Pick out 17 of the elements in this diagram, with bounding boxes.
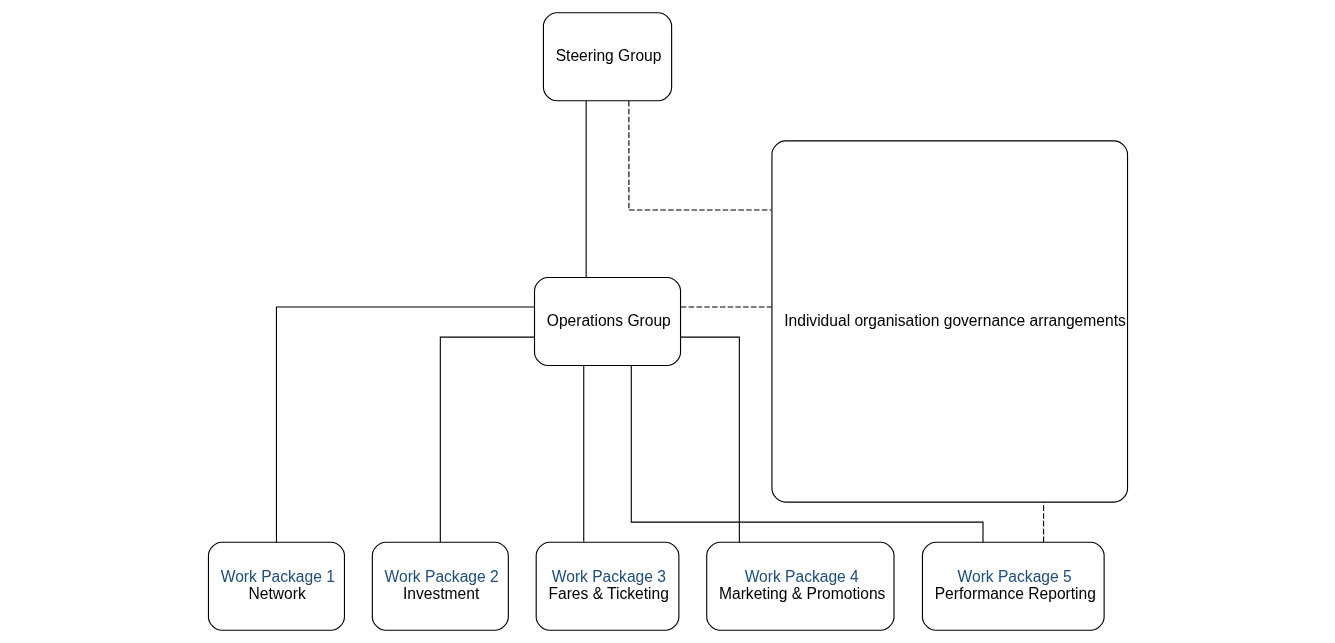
node-box: Individual organisation governance arrangements (770, 140, 1128, 503)
node-box: Work Package 2 Investment (371, 541, 509, 631)
node-box: Work Package 5 Performance Reporting (921, 541, 1105, 631)
connector (630, 364, 984, 543)
connector (679, 306, 772, 308)
connector (585, 100, 587, 278)
node-box: Work Package 3 Fares & Ticketing (535, 541, 679, 631)
connector (1042, 501, 1044, 543)
connector (679, 336, 740, 543)
connector (439, 336, 535, 543)
connector (627, 100, 772, 211)
connector (582, 365, 584, 543)
node-box: Work Package 1 Network (207, 541, 345, 631)
node-box: Steering Group (542, 12, 672, 102)
node-box: Work Package 4 Marketing & Promotions (705, 541, 895, 631)
node-box: Operations Group (533, 276, 681, 367)
connector (275, 306, 535, 543)
